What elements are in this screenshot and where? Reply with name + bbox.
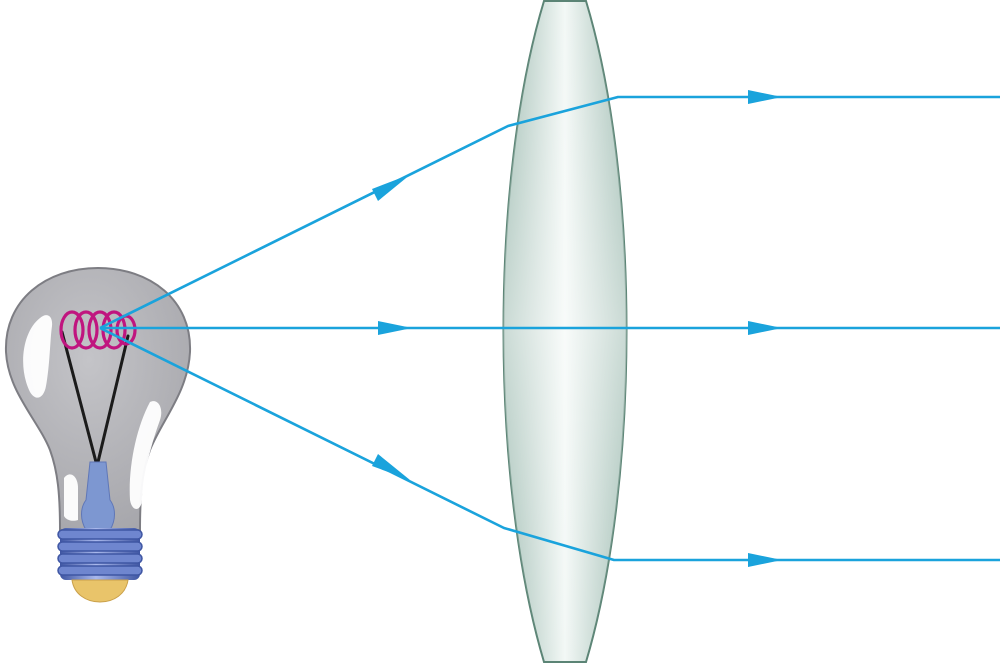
upper-ray-arrow-left	[372, 174, 411, 201]
bulb-base-tip	[71, 579, 129, 603]
lower-ray-arrow-right	[748, 553, 782, 567]
upper-ray-arrow-right	[748, 90, 782, 104]
axial-ray-arrow-left	[378, 321, 412, 335]
axial-ray-arrow-right	[748, 321, 782, 335]
lower-ray-arrow-left	[372, 454, 410, 480]
support-wire-right	[96, 334, 130, 464]
bulb-highlight-left	[23, 315, 53, 398]
lower-ray	[99, 326, 1000, 562]
screw-base	[57, 528, 143, 580]
support-wire-left	[60, 330, 98, 464]
lens-sheen	[503, 1, 627, 662]
bulb-highlight-right	[129, 401, 162, 509]
upper-ray	[99, 95, 1000, 330]
bulb-highlight-neck	[64, 474, 78, 521]
light-bulb	[4, 266, 192, 603]
light-rays	[99, 90, 1000, 567]
